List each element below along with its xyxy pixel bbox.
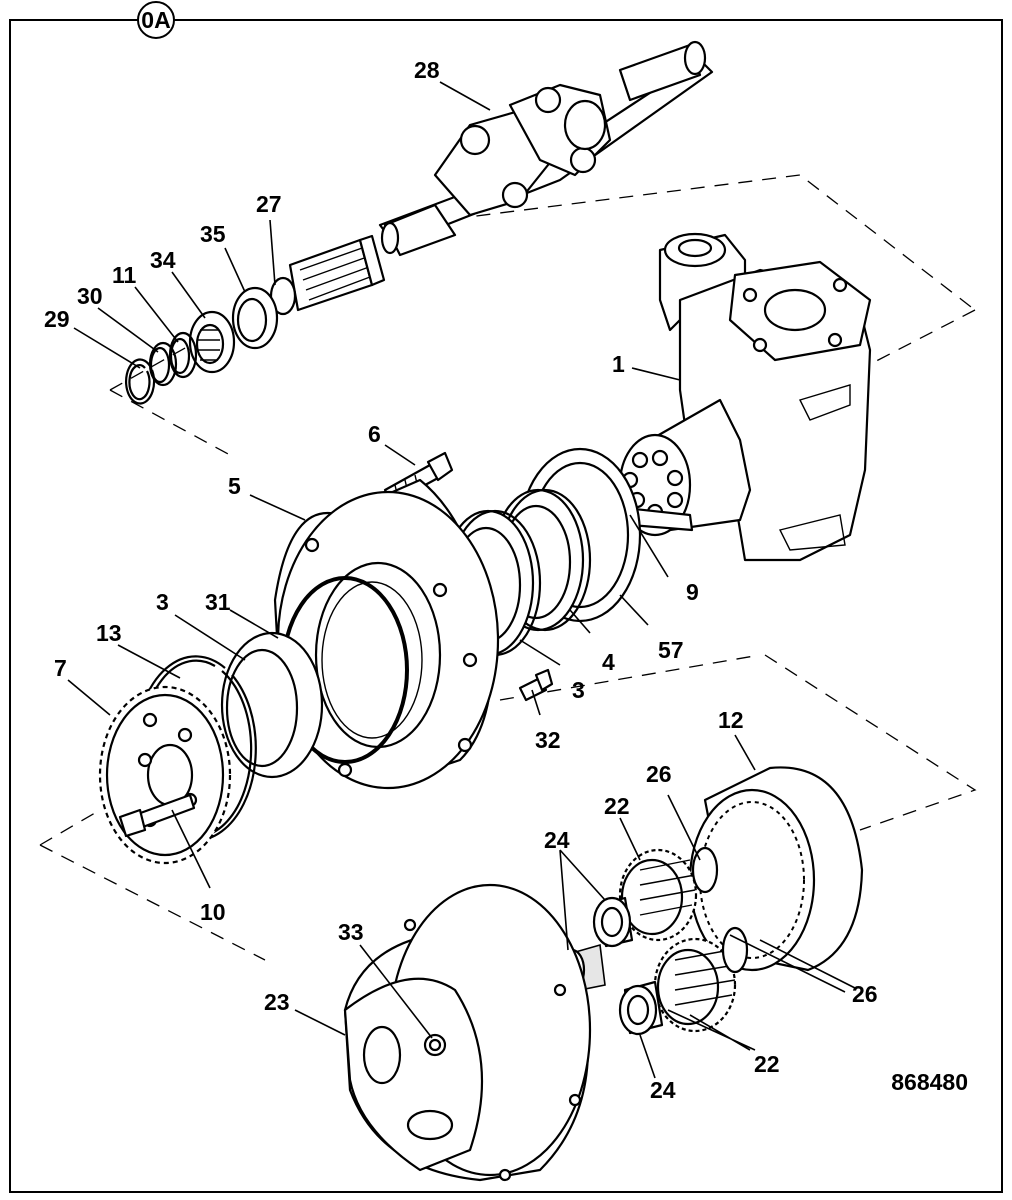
callout-29: 29 xyxy=(44,306,70,332)
callout-26b: 26 xyxy=(852,981,878,1007)
callout-6: 6 xyxy=(368,421,381,447)
bolt-10 xyxy=(118,793,196,838)
callout-27: 27 xyxy=(256,191,282,217)
callout-4: 4 xyxy=(602,649,615,675)
universal-joint-shaft xyxy=(378,40,714,257)
planet-gear-22-upper xyxy=(618,848,698,942)
callout-10: 10 xyxy=(200,899,226,925)
callout-34: 34 xyxy=(150,247,176,273)
callout-13: 13 xyxy=(96,620,122,646)
bearing-cone-3-outer xyxy=(220,631,324,779)
leader-lines xyxy=(67,81,856,1079)
callout-23: 23 xyxy=(264,989,290,1015)
needle-bearing-24-lower xyxy=(618,980,664,1036)
bearing-34 xyxy=(188,310,236,374)
callout-57: 57 xyxy=(658,637,684,663)
sun-gear-7 xyxy=(98,685,232,865)
callout-31: 31 xyxy=(205,589,231,615)
callout-35: 35 xyxy=(200,221,226,247)
drawing-border xyxy=(9,19,1003,1193)
lower-dashed-plane xyxy=(39,654,977,961)
callout-3c: 3 xyxy=(572,677,585,703)
callout-33: 33 xyxy=(338,919,364,945)
callout-5: 5 xyxy=(228,473,241,499)
ring-gear-12 xyxy=(688,766,864,972)
axle-housing xyxy=(618,232,872,562)
callout-26a: 26 xyxy=(646,761,672,787)
callout-32: 32 xyxy=(535,727,561,753)
callout-22b: 22 xyxy=(754,1051,780,1077)
callout-24b: 24 xyxy=(650,1077,676,1103)
shim-ring-30 xyxy=(148,341,178,387)
callout-24a: 24 xyxy=(544,827,570,853)
splined-stub-shaft xyxy=(269,234,386,316)
planet-gear-22-lower xyxy=(653,937,737,1033)
callout-3a: 3 xyxy=(156,589,169,615)
callout-12: 12 xyxy=(718,707,744,733)
callout-1: 1 xyxy=(612,351,625,377)
spacer-ring-11 xyxy=(168,331,198,379)
callout-labels: 28 27 35 34 11 30 29 1 6 5 9 57 4 3 32 3… xyxy=(44,57,878,1103)
callout-9: 9 xyxy=(686,579,699,605)
thrust-washer-26-right xyxy=(721,926,749,974)
callout-30: 30 xyxy=(77,283,103,309)
needle-bearing-24-upper xyxy=(592,896,634,948)
seal-35 xyxy=(231,286,279,350)
plug-33 xyxy=(423,1033,447,1057)
bolt-32 xyxy=(518,668,554,702)
planet-carrier-23 xyxy=(343,883,592,1182)
callout-22a: 22 xyxy=(604,793,630,819)
section-badge-label: 0A xyxy=(141,7,170,33)
drawing-number: 868480 xyxy=(891,1069,968,1095)
section-badge: 0A xyxy=(137,1,175,39)
callout-28: 28 xyxy=(414,57,440,83)
callout-11: 11 xyxy=(112,262,137,288)
callout-7: 7 xyxy=(54,655,67,681)
